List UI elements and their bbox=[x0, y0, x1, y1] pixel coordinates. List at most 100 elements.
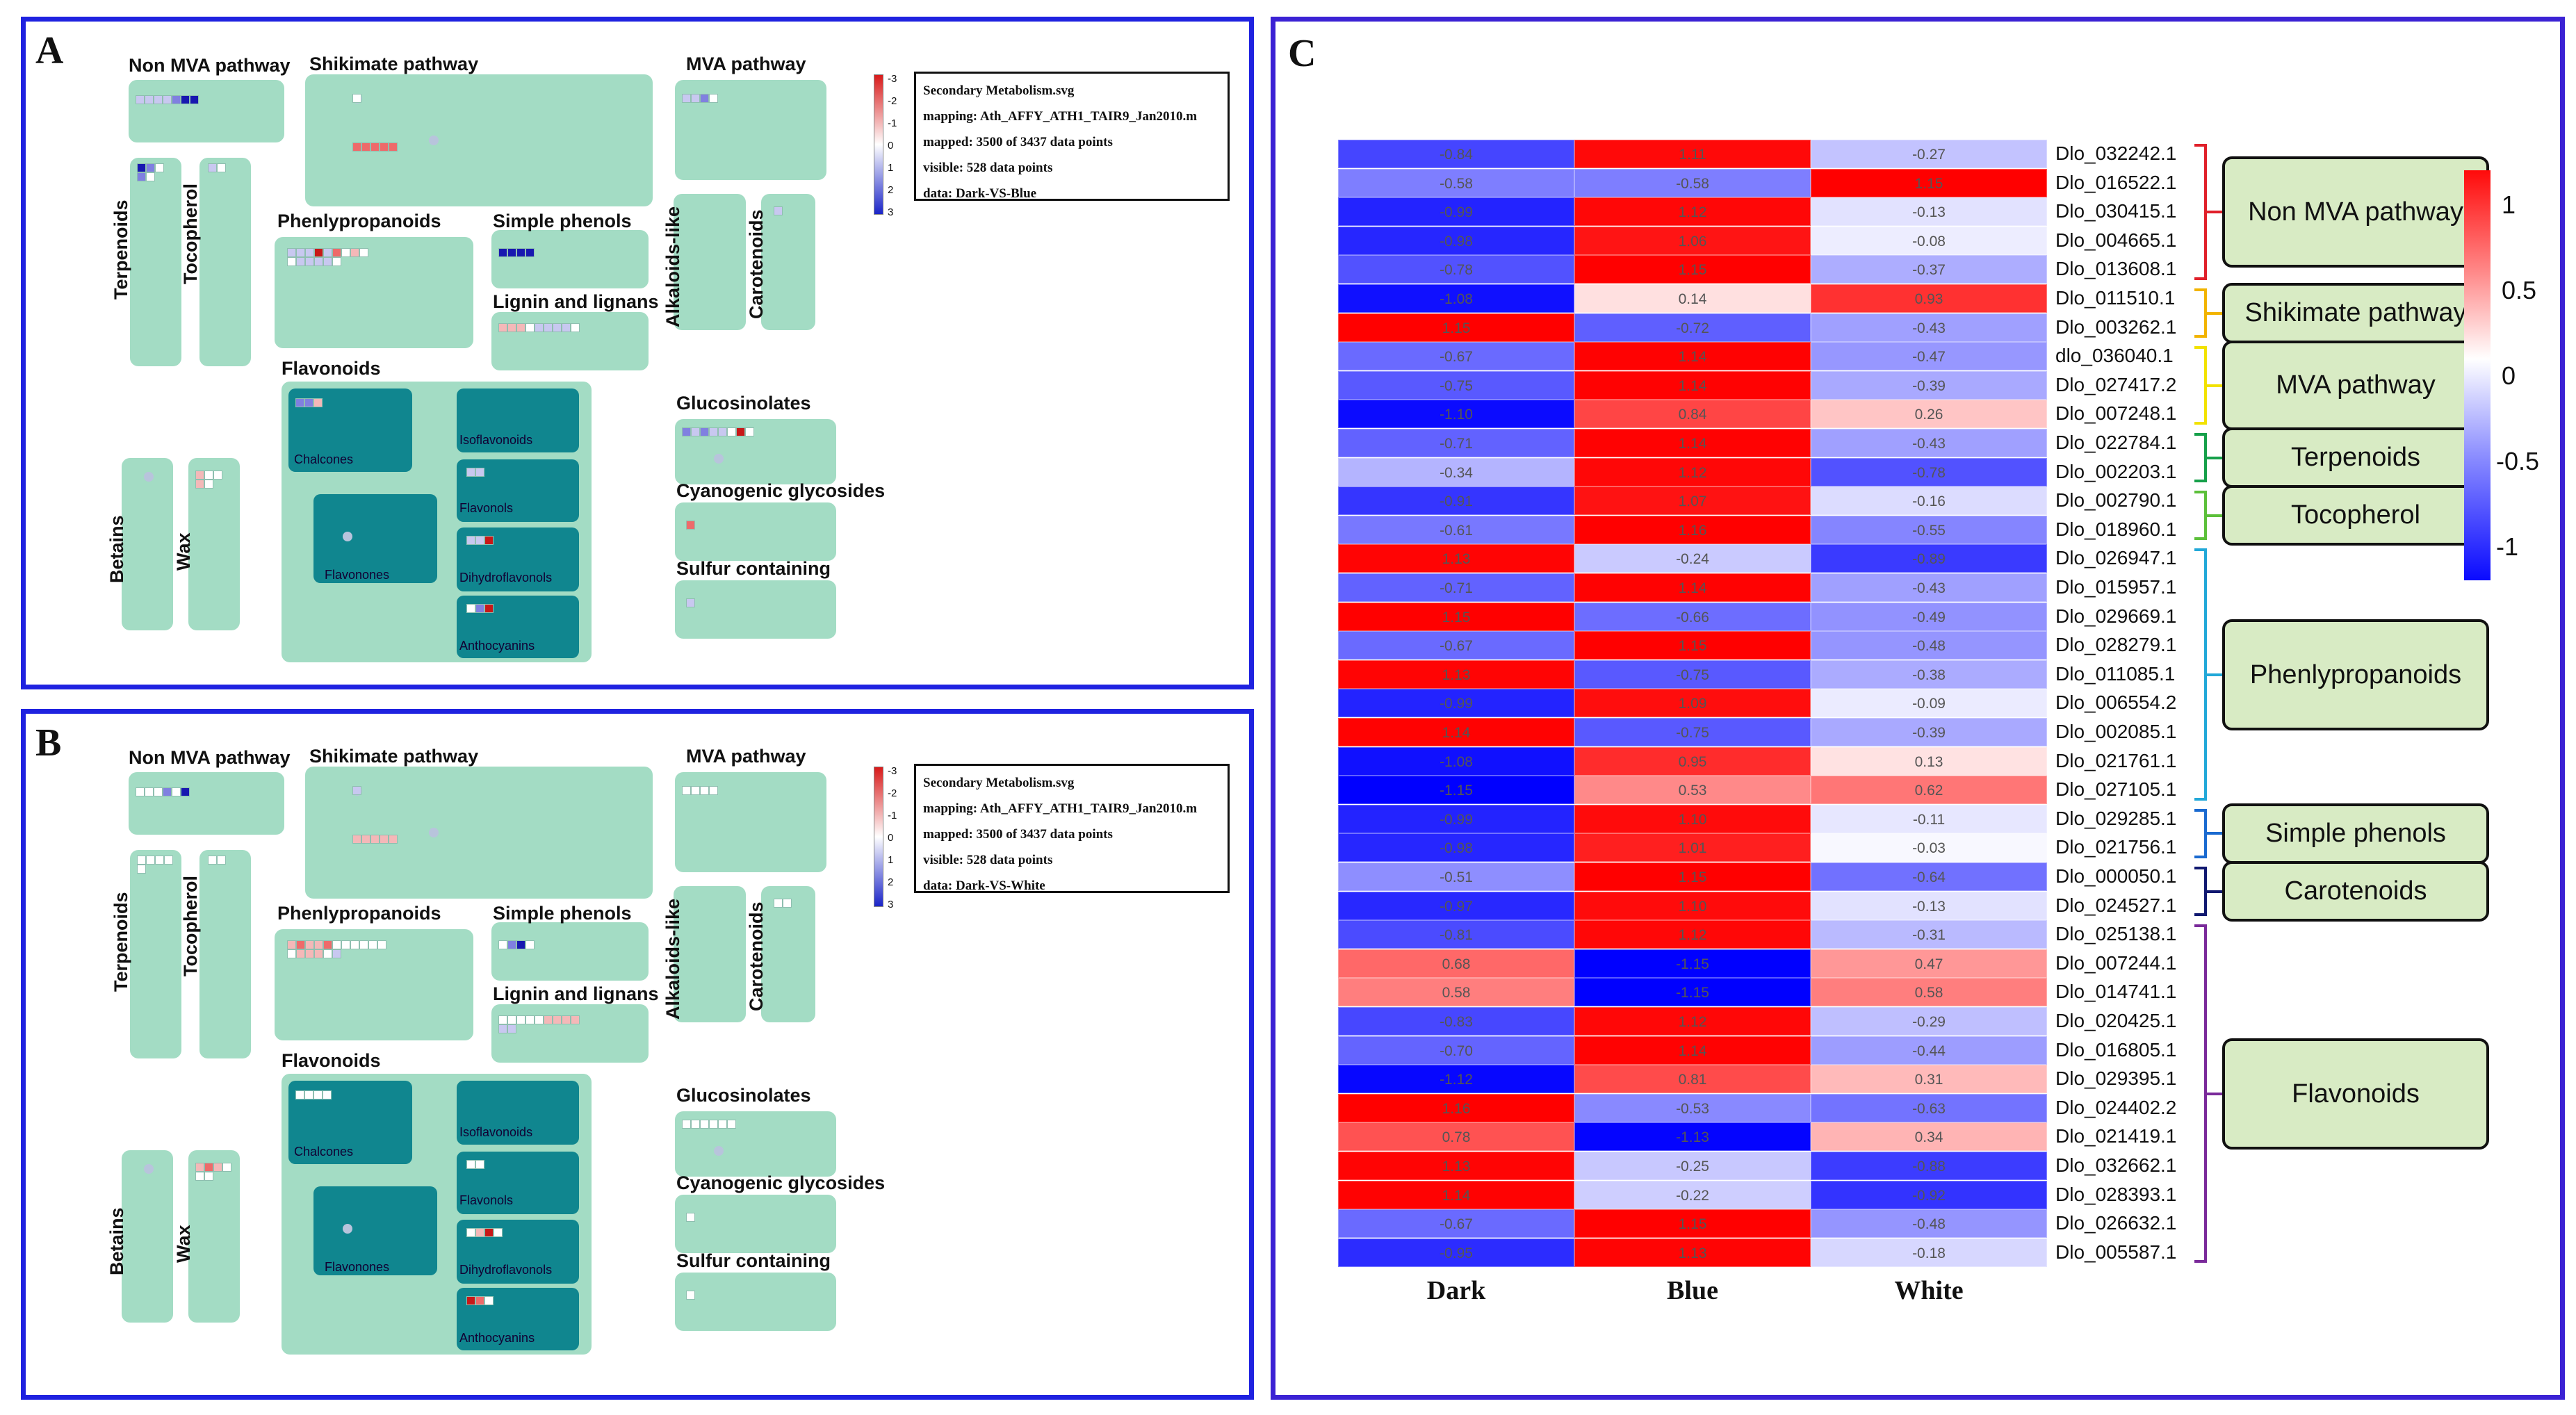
gene-label: Dlo_003262.1 bbox=[2055, 316, 2177, 338]
flavonols-cell bbox=[466, 468, 475, 477]
shikimate-cell bbox=[370, 835, 380, 844]
mini-scale-tick: 0 bbox=[888, 832, 894, 844]
gene-label: Dlo_015957.1 bbox=[2055, 576, 2177, 598]
simple-phenols-cell bbox=[507, 248, 516, 257]
phenyl-cell bbox=[332, 248, 341, 257]
mva-cell bbox=[682, 786, 691, 795]
gene-label: Dlo_011085.1 bbox=[2055, 662, 2176, 685]
anthocyanins-cell bbox=[475, 604, 484, 613]
non-mva-box bbox=[129, 772, 284, 835]
heatmap-cell: -0.27 bbox=[1811, 140, 2047, 168]
phenyl-cell bbox=[305, 248, 314, 257]
group-bracket-tick bbox=[2207, 384, 2222, 387]
wax-cell bbox=[213, 471, 222, 480]
mini-scale-tick: -1 bbox=[888, 117, 897, 129]
chalcones-cell bbox=[323, 1090, 332, 1099]
heatmap-cell: -0.71 bbox=[1338, 573, 1574, 602]
terpenoids-cell bbox=[137, 856, 146, 865]
non-mva-cell bbox=[163, 787, 172, 796]
phenyl-cell bbox=[323, 949, 332, 958]
phenyl-cell bbox=[341, 940, 350, 949]
lignin-cell bbox=[562, 1015, 571, 1024]
heatmap-cell: 0.78 bbox=[1338, 1122, 1574, 1152]
heatmap-cell: -0.70 bbox=[1338, 1036, 1574, 1065]
heatmap-cell: 1.14 bbox=[1574, 370, 1811, 400]
heatmap-cell: 1.12 bbox=[1574, 1007, 1811, 1036]
shikimate-cell bbox=[361, 835, 370, 844]
terpenoids-cell bbox=[146, 163, 155, 172]
heatmap-cell: 1.10 bbox=[1574, 804, 1811, 833]
anthocyanins-cell bbox=[475, 1296, 484, 1305]
glucosinolates-cell bbox=[682, 427, 691, 436]
flavonones-box bbox=[313, 1186, 437, 1275]
heatmap-cell: 0.81 bbox=[1574, 1065, 1811, 1094]
gene-label: Dlo_026632.1 bbox=[2055, 1212, 2177, 1234]
lignin-cell bbox=[553, 323, 562, 332]
heatmap-cell: -0.48 bbox=[1811, 631, 2047, 660]
carotenoids-cell bbox=[774, 206, 783, 215]
heatmap-cell: 1.12 bbox=[1574, 197, 1811, 227]
heatmap-cell: -0.48 bbox=[1811, 1209, 2047, 1238]
heatmap-cell: -0.83 bbox=[1338, 1007, 1574, 1036]
wax-cell bbox=[195, 471, 204, 480]
mva-cell bbox=[700, 94, 709, 103]
heatmap-cell: -0.61 bbox=[1338, 515, 1574, 544]
gene-label: Dlo_026947.1 bbox=[2055, 547, 2177, 569]
mini-scale-tick: 2 bbox=[888, 184, 894, 196]
chalcones-cell bbox=[313, 398, 323, 407]
marker-dot bbox=[343, 532, 352, 541]
label-tocopherol: Tocopherol bbox=[180, 183, 201, 284]
heatmap-cell: 1.15 bbox=[1574, 255, 1811, 284]
phenyl-cell bbox=[314, 257, 323, 266]
colorbar-tick: 0.5 bbox=[2502, 276, 2537, 305]
gene-label: Dlo_024402.2 bbox=[2055, 1096, 2177, 1118]
betains-box bbox=[122, 1150, 173, 1323]
heatmap-cell: 0.47 bbox=[1811, 949, 2047, 978]
label-cyanogenic: Cyanogenic glycosides bbox=[676, 480, 886, 501]
gene-label: Dlo_018960.1 bbox=[2055, 518, 2177, 540]
phenyl-cell bbox=[287, 257, 296, 266]
sulfur-cell bbox=[686, 598, 695, 607]
non-mva-cell bbox=[154, 95, 163, 104]
heatmap-cell: -0.81 bbox=[1338, 920, 1574, 949]
heatmap-cell: -0.53 bbox=[1574, 1093, 1811, 1122]
label-chalcones: Chalcones bbox=[294, 1145, 354, 1159]
heatmap-cell: -0.38 bbox=[1811, 660, 2047, 689]
heatmap-cell: -0.39 bbox=[1811, 718, 2047, 746]
terpenoids-cell bbox=[137, 172, 146, 181]
simple-phenols-box bbox=[491, 230, 649, 288]
gene-label: Dlo_002203.1 bbox=[2055, 460, 2177, 482]
heatmap-cell: 1.09 bbox=[1574, 689, 1811, 718]
carotenoids-box bbox=[761, 886, 815, 1022]
heatmap-cell: -0.97 bbox=[1338, 891, 1574, 920]
heatmap-cell: -0.29 bbox=[1811, 1007, 2047, 1036]
label-flavonoids: Flavonoids bbox=[282, 1050, 381, 1071]
colorbar-tick: -0.5 bbox=[2496, 446, 2540, 475]
heatmap-cell: -0.34 bbox=[1338, 457, 1574, 486]
chalcones-cell bbox=[313, 1090, 323, 1099]
panel-c-label: C bbox=[1288, 32, 1316, 75]
glucosinolates-cell bbox=[736, 427, 745, 436]
terpenoids-cell bbox=[155, 163, 164, 172]
tocopherol-cell bbox=[208, 163, 217, 172]
gene-label: Dlo_027105.1 bbox=[2055, 778, 2177, 801]
gene-label: Dlo_016522.1 bbox=[2055, 171, 2177, 193]
heatmap-cell: -0.64 bbox=[1811, 862, 2047, 891]
shikimate-cell bbox=[361, 142, 370, 152]
label-non-mva: Non MVA pathway bbox=[129, 747, 291, 768]
heatmap-cell: -0.24 bbox=[1574, 544, 1811, 573]
glucosinolates-cell bbox=[745, 427, 754, 436]
heatmap-cell: -1.12 bbox=[1338, 1065, 1574, 1094]
lignin-cell bbox=[535, 323, 544, 332]
gene-label: Dlo_011510.1 bbox=[2055, 287, 2176, 309]
heatmap-cell: 1.15 bbox=[1338, 602, 1574, 631]
gene-label: Dlo_006554.2 bbox=[2055, 692, 2177, 714]
heatmap-cell: -0.99 bbox=[1338, 804, 1574, 833]
terpenoids-cell bbox=[137, 163, 146, 172]
marker-dot bbox=[144, 1164, 154, 1174]
heatmap-cell: -0.72 bbox=[1574, 313, 1811, 342]
glucosinolates-cell bbox=[691, 427, 700, 436]
